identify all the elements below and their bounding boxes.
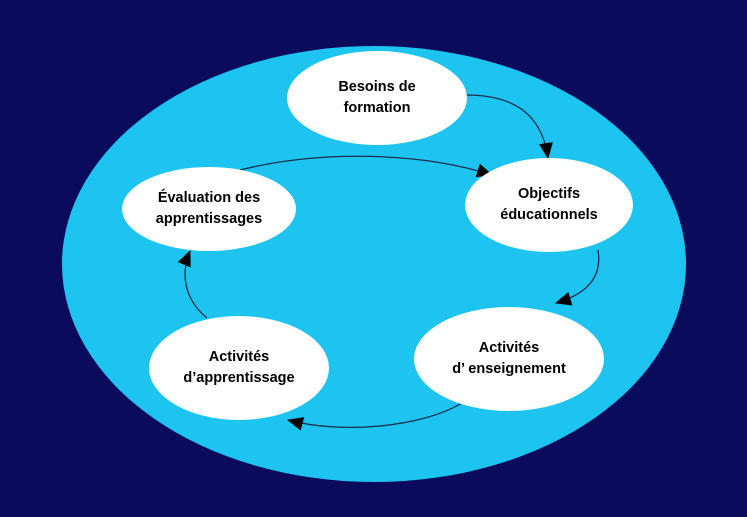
edge-besoins-to-objectifs	[465, 94, 553, 159]
node-evaluation-apprentissages	[122, 167, 296, 251]
edge-evaluation-to-objectifs	[239, 155, 493, 178]
label-objectifs-educationnels: Objectifs éducationnels	[500, 186, 598, 223]
label-evaluation-apprentissages: Évaluation des apprentissages	[155, 190, 263, 227]
label-besoins-de-formation: Besoins de formation	[338, 79, 416, 116]
label-activites-enseignement: Activités d’ enseignement	[452, 340, 566, 377]
node-objectifs-educationnels	[465, 158, 633, 252]
node-activites-apprentissage	[149, 316, 329, 420]
node-activites-enseignement	[414, 307, 604, 411]
edge-enseignement-to-apprentissage	[287, 402, 463, 431]
node-besoins-de-formation	[287, 51, 467, 145]
edge-objectifs-to-enseignement	[555, 249, 600, 306]
label-activites-apprentissage: Activités d’apprentissage	[183, 349, 295, 386]
edge-apprentissage-to-evaluation	[177, 250, 208, 319]
